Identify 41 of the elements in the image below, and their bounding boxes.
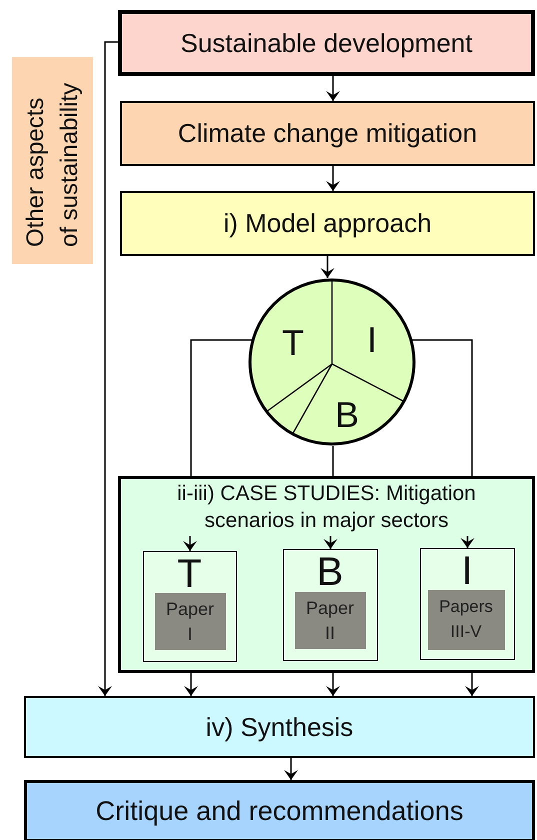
paper-box <box>154 592 226 650</box>
process-box <box>120 191 535 256</box>
side-band <box>12 57 93 264</box>
sector-letter: B <box>316 550 344 594</box>
band-label: Other aspects of sustainability <box>20 81 84 246</box>
paper-label: Paper II <box>304 596 356 644</box>
paper-box <box>294 592 366 648</box>
arrow <box>184 673 198 696</box>
process-box <box>118 10 535 76</box>
arrow <box>326 166 340 191</box>
arrow <box>284 758 298 780</box>
box-label: Climate change mitigation <box>176 117 478 150</box>
sector-letter: T <box>281 325 305 361</box>
paper-box <box>428 590 504 650</box>
sector-pie-circle <box>248 278 416 446</box>
arrow <box>324 536 338 549</box>
process-box <box>24 780 535 840</box>
arrow <box>326 76 340 101</box>
process-box <box>24 696 535 758</box>
sector-box <box>420 548 515 660</box>
sector-box <box>143 551 237 662</box>
sector-letter: B <box>335 397 359 433</box>
paper-label: Papers III-V <box>438 596 494 642</box>
sector-letter: T <box>176 552 203 596</box>
box-label: Sustainable development <box>180 27 474 60</box>
arrow <box>460 536 474 548</box>
box-label: Critique and recommendations <box>94 795 464 828</box>
arrow <box>98 41 118 696</box>
arrow <box>326 673 340 696</box>
panel-heading: ii-iii) CASE STUDIES: Mitigation scenarios in major sectors <box>176 481 477 534</box>
sector-letter: I <box>460 549 474 593</box>
case-studies-panel <box>118 476 535 673</box>
sector-box <box>283 549 378 661</box>
arrow <box>465 673 479 696</box>
sector-letter: I <box>366 322 378 358</box>
arrow <box>320 256 334 278</box>
box-label: i) Model approach <box>222 207 433 240</box>
paper-label: Paper I <box>164 598 216 646</box>
box-label: iv) Synthesis <box>204 711 354 744</box>
process-box <box>120 101 535 166</box>
arrow <box>183 536 197 551</box>
